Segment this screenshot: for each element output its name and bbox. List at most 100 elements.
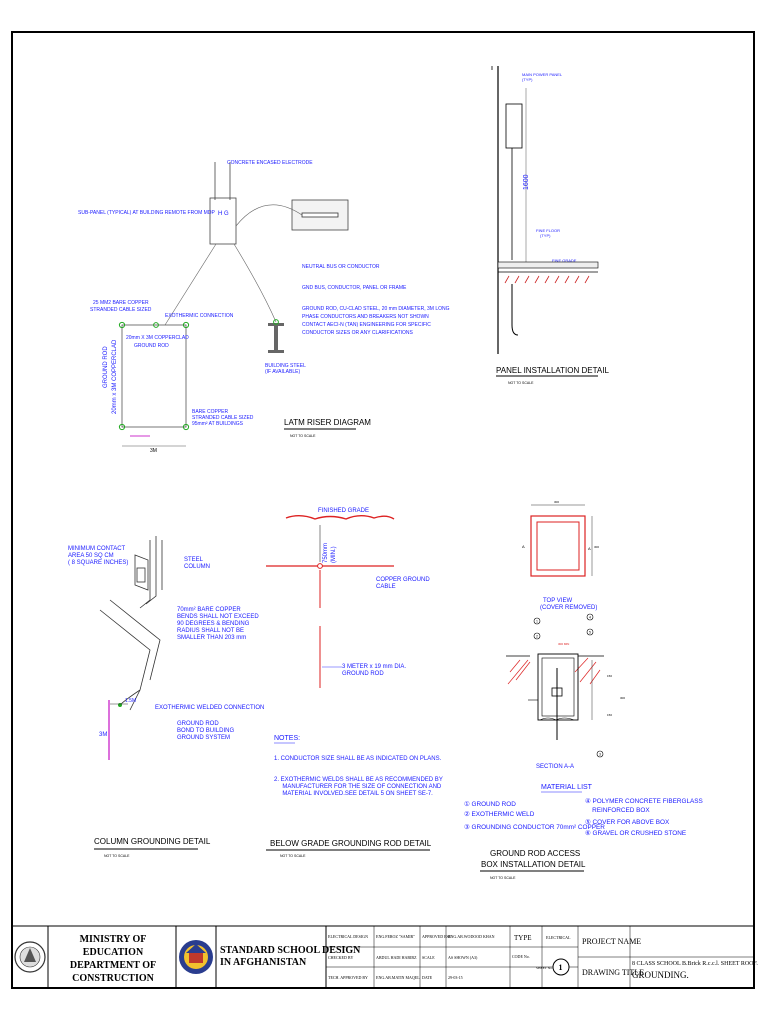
- svg-text:20mm x 3M COPPERCLAD: 20mm x 3M COPPERCLAD: [112, 339, 118, 414]
- riser-label-electrode: CONCRETE ENCASED ELECTRODE: [227, 160, 313, 166]
- svg-text:H G: H G: [218, 211, 229, 217]
- svg-text:STRANDED CABLE SIZED: STRANDED CABLE SIZED: [192, 415, 254, 421]
- svg-text:750mm: 750mm: [323, 543, 329, 563]
- svg-text:300 MIN: 300 MIN: [558, 642, 569, 646]
- svg-text:TOP VIEW: TOP VIEW: [543, 598, 572, 604]
- svg-text:(IF AVAILABLE): (IF AVAILABLE): [265, 369, 300, 375]
- drawing-value: GROUNDING.: [632, 970, 689, 980]
- svg-text:300: 300: [620, 696, 625, 700]
- svg-text:90 DEGREES & BENDING: 90 DEGREES & BENDING: [177, 621, 250, 627]
- svg-text:NOT TO SCALE: NOT TO SCALE: [490, 876, 516, 880]
- svg-text:GROUND ROD: GROUND ROD: [134, 343, 169, 349]
- svg-text:RADIUS SHALL NOT BE: RADIUS SHALL NOT BE: [177, 628, 244, 634]
- svg-text:⑤ COVER FOR ABOVE BOX: ⑤ COVER FOR ABOVE BOX: [585, 819, 670, 826]
- school-design-title: STANDARD SCHOOL DESIGN IN AFGHANISTAN: [220, 945, 361, 968]
- belowgrade-title: BELOW GRADE GROUNDING ROD DETAIL: [270, 839, 432, 848]
- svg-text:NOT TO SCALE: NOT TO SCALE: [508, 381, 534, 385]
- svg-text:BOX INSTALLATION DETAIL: BOX INSTALLATION DETAIL: [481, 860, 586, 869]
- svg-text:STEEL: STEEL: [184, 557, 204, 563]
- svg-text:1: 1: [536, 620, 538, 624]
- svg-text:BUILDING STEEL: BUILDING STEEL: [265, 363, 306, 369]
- svg-text:MINIMUM CONTACT: MINIMUM CONTACT: [68, 546, 126, 552]
- svg-text:FINE FLOOR: FINE FLOOR: [536, 228, 560, 233]
- project-value: 8 CLASS SCHOOL B.Brick R.c.c.l. SHEET RO…: [632, 961, 758, 967]
- type-label: TYPE: [514, 934, 532, 942]
- svg-text:70mm² BARE COPPER: 70mm² BARE COPPER: [177, 607, 241, 613]
- sheet-number-icon: 1: [552, 958, 570, 976]
- svg-text:MANUFACTURER FOR THE SIZE OF C: MANUFACTURER FOR THE SIZE OF CONNECTION …: [274, 784, 442, 790]
- svg-text:② EXOTHERMIC WELD: ② EXOTHERMIC WELD: [464, 811, 535, 818]
- svg-text:① GROUND ROD: ① GROUND ROD: [464, 801, 516, 808]
- svg-text:20mm X 3M COPPERCLAD: 20mm X 3M COPPERCLAD: [126, 335, 189, 341]
- type-value: ELECTRICAL: [546, 935, 571, 940]
- svg-text:NOTES:: NOTES:: [274, 735, 300, 742]
- svg-text:FINE GRADE: FINE GRADE: [552, 258, 577, 263]
- svg-text:COPPER GROUND: COPPER GROUND: [376, 577, 430, 583]
- svg-text:GROUND ROD, CU-CLAD STEEL, 20: GROUND ROD, CU-CLAD STEEL, 20 mm DIAMETE…: [302, 306, 450, 312]
- svg-text:1.5M: 1.5M: [125, 698, 136, 704]
- svg-text:300: 300: [594, 545, 599, 549]
- svg-text:⑥ GRAVEL OR CRUSHED STONE: ⑥ GRAVEL OR CRUSHED STONE: [585, 830, 686, 837]
- svg-text:REINFORCED BOX: REINFORCED BOX: [585, 807, 650, 814]
- svg-text:GROUND ROD: GROUND ROD: [342, 671, 384, 677]
- svg-text:SMALLER THAN 203 mm: SMALLER THAN 203 mm: [177, 635, 246, 641]
- project-label: PROJECT NAME: [582, 937, 642, 946]
- column-grounding-detail: MINIMUM CONTACT AREA 50 SQ CM ( 8 SQUARE…: [68, 536, 264, 858]
- svg-text:2: 2: [536, 635, 538, 639]
- svg-text:AREA 50 SQ CM: AREA 50 SQ CM: [68, 553, 114, 559]
- svg-text:MATERIAL INVOLVED.SEE DETAIL 5: MATERIAL INVOLVED.SEE DETAIL 5 ON SHEET …: [274, 791, 433, 797]
- svg-text:COLUMN: COLUMN: [184, 564, 210, 570]
- svg-text:NOT TO SCALE: NOT TO SCALE: [104, 854, 130, 858]
- code-label: CODE No.: [512, 954, 530, 959]
- svg-text:BOND TO BUILDING: BOND TO BUILDING: [177, 728, 234, 734]
- svg-text:CABLE: CABLE: [376, 584, 396, 590]
- svg-text:EXOTHERMIC CONNECTION: EXOTHERMIC CONNECTION: [165, 313, 234, 319]
- svg-text:③ GROUNDING CONDUCTOR 70mm² CO: ③ GROUNDING CONDUCTOR 70mm² COPPER: [464, 824, 605, 831]
- riser-title: LATM RISER DIAGRAM: [284, 418, 371, 427]
- svg-text:GROUND ROD: GROUND ROD: [103, 346, 109, 388]
- svg-text:95mm² AT BUILDINGS: 95mm² AT BUILDINGS: [192, 421, 244, 427]
- svg-text:CONTACT AECI-N (TAN) ENGINEERI: CONTACT AECI-N (TAN) ENGINEERING FOR SPE…: [302, 322, 431, 328]
- svg-text:NOT TO SCALE: NOT TO SCALE: [290, 434, 316, 438]
- ministry-seal-icon: [14, 941, 46, 973]
- svg-text:2. EXOTHERMIC WELDS SHALL BE: 2. EXOTHERMIC WELDS SHALL BE AS RECOMMEN…: [274, 777, 443, 783]
- svg-text:1600: 1600: [523, 174, 530, 190]
- svg-text:FINISHED GRADE: FINISHED GRADE: [318, 508, 369, 514]
- riser-label-subpanel: SUB-PANEL (TYPICAL) AT BUILDING REMOTE F…: [78, 210, 215, 216]
- panel-title: PANEL INSTALLATION DETAIL: [496, 366, 609, 375]
- svg-text:BARE COPPER: BARE COPPER: [192, 409, 229, 415]
- svg-text:(MIN.): (MIN.): [331, 546, 337, 563]
- svg-text:(TYP): (TYP): [540, 233, 551, 238]
- svg-text:25 MM2 BARE COPPER: 25 MM2 BARE COPPER: [93, 300, 149, 306]
- latm-riser-diagram: H G CONCRETE ENCASED ELECTRODE SUB-PANEL…: [78, 160, 450, 454]
- svg-text:GROUND ROD: GROUND ROD: [177, 721, 219, 727]
- svg-text:( 8 SQUARE INCHES): ( 8 SQUARE INCHES): [68, 560, 128, 566]
- building-steel-icon: [268, 319, 284, 353]
- svg-text:3 METER x 19 mm DIA.: 3 METER x 19 mm DIA.: [342, 664, 406, 670]
- svg-text:3M: 3M: [99, 732, 107, 738]
- svg-text:NEUTRAL BUS OR CONDUCTOR: NEUTRAL BUS OR CONDUCTOR: [302, 264, 380, 270]
- svg-text:4: 4: [589, 616, 591, 620]
- main-panel: [505, 103, 523, 149]
- svg-text:1: 1: [559, 963, 563, 972]
- svg-text:150: 150: [607, 674, 612, 678]
- access-box-detail: 300 300 A A TOP VIEW (COVER REMOVED) 124…: [464, 500, 703, 880]
- svg-text:STRANDED CABLE SIZED: STRANDED CABLE SIZED: [90, 307, 152, 313]
- svg-text:5: 5: [589, 631, 591, 635]
- ministry-name: MINISTRY OF EDUCATION DEPARTMENT OF CONS…: [69, 934, 157, 984]
- svg-text:BENDS SHALL NOT EXCEED: BENDS SHALL NOT EXCEED: [177, 614, 259, 620]
- svg-text:GROUND SYSTEM: GROUND SYSTEM: [177, 735, 230, 741]
- svg-text:1. CONDUCTOR SIZE SHALL BE AS: 1. CONDUCTOR SIZE SHALL BE AS INDICATED …: [274, 756, 442, 762]
- svg-text:④ POLYMER CONCRETE FIBERGLASS: ④ POLYMER CONCRETE FIBERGLASS: [585, 798, 703, 805]
- panel-installation-detail: MAIN POWER PANEL (TYP) 1600 FINE FLOOR (…: [491, 66, 609, 385]
- school-logo-icon: [179, 940, 213, 974]
- svg-text:3M: 3M: [150, 448, 157, 454]
- svg-text:GND BUS, CONDUCTOR, PANEL OR F: GND BUS, CONDUCTOR, PANEL OR FRAME: [302, 285, 407, 291]
- svg-text:GROUND ROD ACCESS: GROUND ROD ACCESS: [490, 849, 580, 858]
- svg-text:SECTION A-A: SECTION A-A: [536, 764, 574, 770]
- svg-text:MAIN POWER PANEL: MAIN POWER PANEL: [522, 72, 563, 77]
- svg-text:A: A: [588, 546, 591, 551]
- svg-text:150: 150: [607, 713, 612, 717]
- svg-text:3: 3: [599, 753, 601, 757]
